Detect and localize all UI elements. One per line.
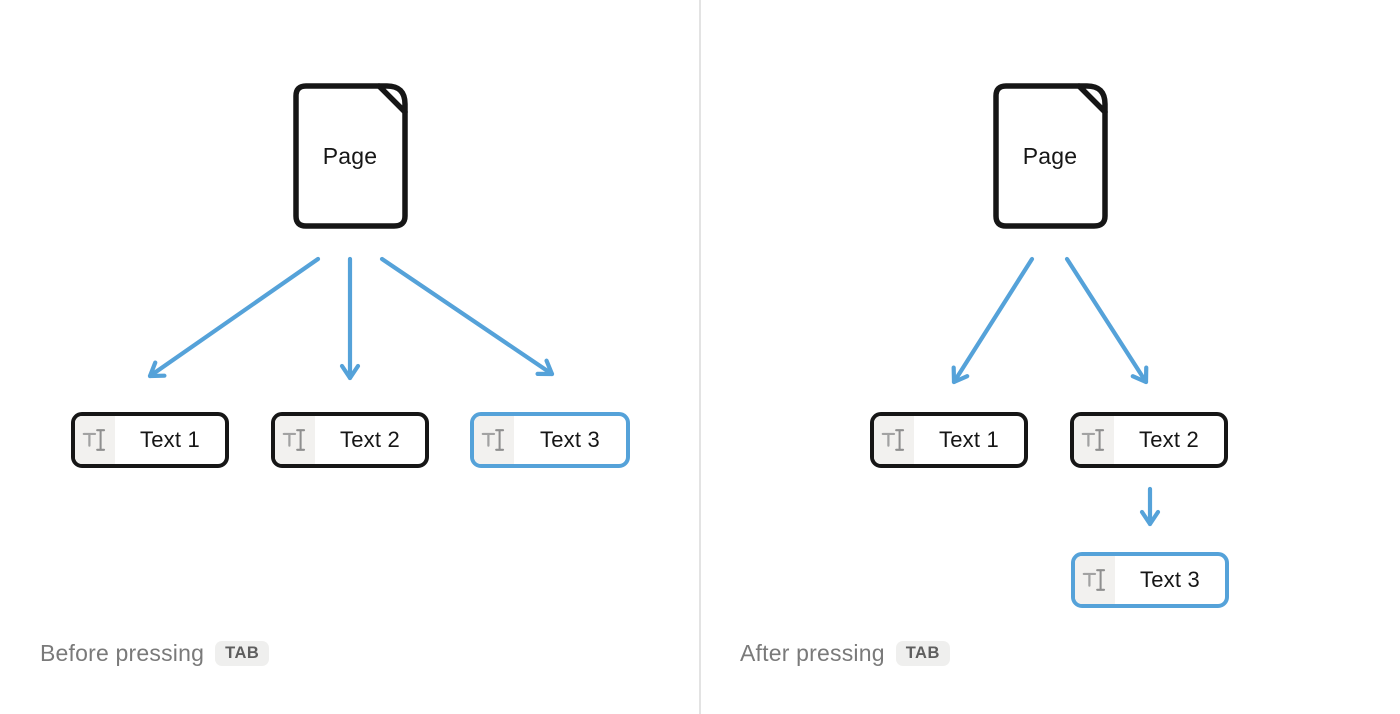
text-block-3-selected: Text 3 [1071,552,1229,608]
text-type-icon [481,429,505,451]
caption-text: After pressing [740,640,885,666]
panel-after: Page Text 1 Text 2 [700,0,1400,714]
page-icon [993,83,1108,229]
block-type-cell [874,416,914,464]
text-type-icon [82,429,106,451]
text-type-icon [1081,429,1105,451]
text-block-1: Text 1 [71,412,229,468]
page-label: Page [1022,142,1078,169]
block-type-cell [1075,556,1115,604]
block-label: Text 3 [540,427,600,452]
page-icon [293,83,408,229]
tab-key-badge: TAB [895,640,950,667]
block-label: Text 3 [1140,567,1200,592]
text-type-icon [881,429,905,451]
text-type-icon [1082,569,1106,591]
arrow-page-to-text1 [951,256,1035,385]
arrow-page-to-text2 [1064,256,1149,385]
page-node: Page [291,82,409,230]
block-type-cell [75,416,115,464]
block-label: Text 2 [1139,427,1199,452]
text-block-3-selected: Text 3 [470,412,630,468]
tab-key-badge: TAB [215,640,270,667]
block-type-cell [1074,416,1114,464]
panel-caption: Before pressing TAB [40,640,270,667]
arrow-page-to-text1 [147,256,321,379]
panel-caption: After pressing TAB [740,640,950,667]
block-label: Text 1 [140,427,200,452]
flow-arrows [147,256,555,381]
text-block-1: Text 1 [870,412,1028,468]
block-type-cell [474,416,514,464]
flow-arrows [951,256,1161,527]
text-block-2: Text 2 [1070,412,1228,468]
block-label: Text 2 [340,427,400,452]
text-type-icon [282,429,306,451]
panel-divider [699,0,701,714]
page-node: Page [991,82,1109,230]
arrow-page-to-text3 [379,256,555,377]
panel-before: Page Text 1 Text 2 [40,82,630,667]
block-label: Text 1 [939,427,999,452]
page-label: Page [322,142,378,169]
caption-text: Before pressing [40,640,205,666]
block-type-cell [275,416,315,464]
text-block-2: Text 2 [271,412,429,468]
